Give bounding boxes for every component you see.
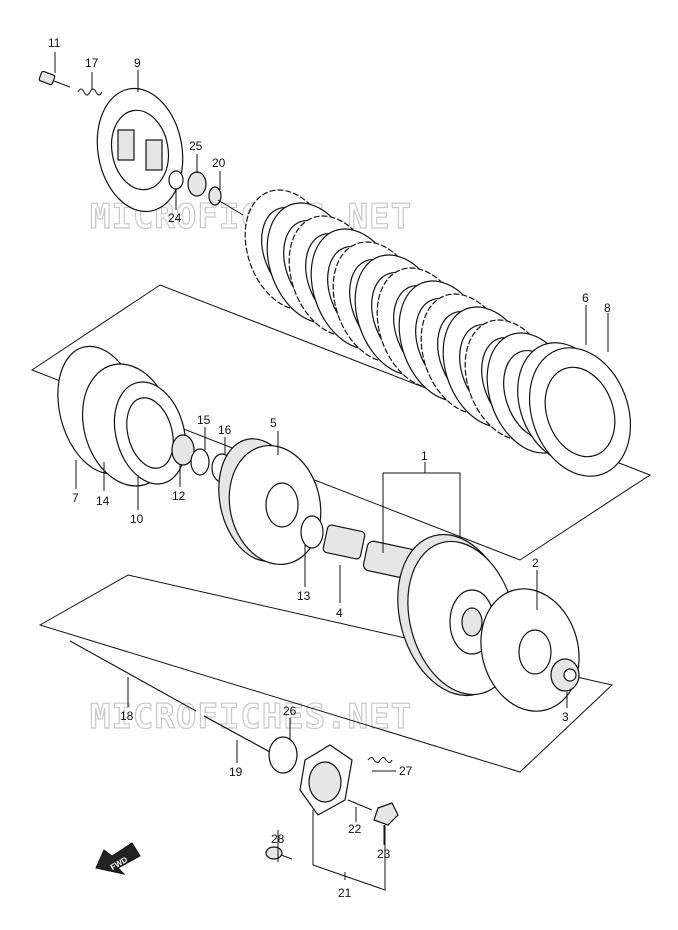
leader-lines: [54, 52, 609, 891]
bolt-part-22: [347, 799, 373, 811]
label-9: 9: [134, 56, 141, 70]
bolt-part-28: [265, 846, 293, 860]
release-arm-part-21: [299, 744, 353, 816]
spring-part-27: [367, 757, 393, 763]
label-14: 14: [96, 494, 110, 508]
label-8: 8: [604, 301, 611, 315]
washer-part-24: [168, 170, 184, 190]
label-11: 11: [48, 36, 61, 50]
washer-part-13: [300, 515, 324, 549]
label-16: 16: [218, 423, 232, 437]
label-12: 12: [172, 489, 186, 503]
driven-plate-inner: [544, 366, 616, 458]
washer-part-15: [190, 448, 210, 476]
label-7: 7: [72, 491, 79, 505]
nut-part-12: [171, 434, 195, 466]
sleeve-hub-part-5: [218, 438, 322, 566]
label-20: 20: [212, 156, 226, 170]
release-rod-part-20: [208, 186, 244, 216]
label-22: 22: [348, 822, 362, 836]
label-2: 2: [532, 556, 539, 570]
label-1: 1: [421, 449, 428, 463]
cap-part-26: [268, 736, 298, 774]
label-13: 13: [297, 589, 311, 603]
label-28: 28: [271, 832, 285, 846]
bolt-part-11: [38, 70, 71, 88]
label-10: 10: [130, 512, 144, 526]
part-labels: 11 17 9 25 20 24 6 8 1 5 15 16 12 7 14 1…: [48, 36, 611, 900]
spring-part-17: [77, 88, 103, 96]
label-17: 17: [85, 56, 99, 70]
label-19: 19: [229, 765, 243, 779]
label-18: 18: [120, 709, 134, 723]
label-24: 24: [168, 211, 182, 225]
label-4: 4: [336, 606, 343, 620]
label-26: 26: [283, 704, 297, 718]
label-15: 15: [197, 413, 211, 427]
lower-assembly-frame: [38, 574, 614, 773]
label-25: 25: [189, 139, 203, 153]
ring-part-10-inner: [126, 397, 174, 469]
label-21: 21: [338, 886, 352, 900]
label-5: 5: [270, 416, 277, 430]
label-6: 6: [582, 291, 589, 305]
label-3: 3: [562, 710, 569, 724]
watermark-bottom: MICROFICHES.NET: [90, 697, 412, 737]
nut-part-23: [373, 802, 399, 826]
nut-part-3-bore: [563, 668, 577, 682]
label-27: 27: [399, 764, 413, 778]
needle-bearing-part-4: [322, 524, 366, 560]
label-23: 23: [377, 847, 391, 861]
fwd-arrow-icon: FWD: [95, 842, 141, 875]
upper-assembly-frame: [30, 284, 652, 561]
pressure-plate-part-9: [96, 87, 184, 213]
bearing-part-25: [187, 171, 207, 197]
